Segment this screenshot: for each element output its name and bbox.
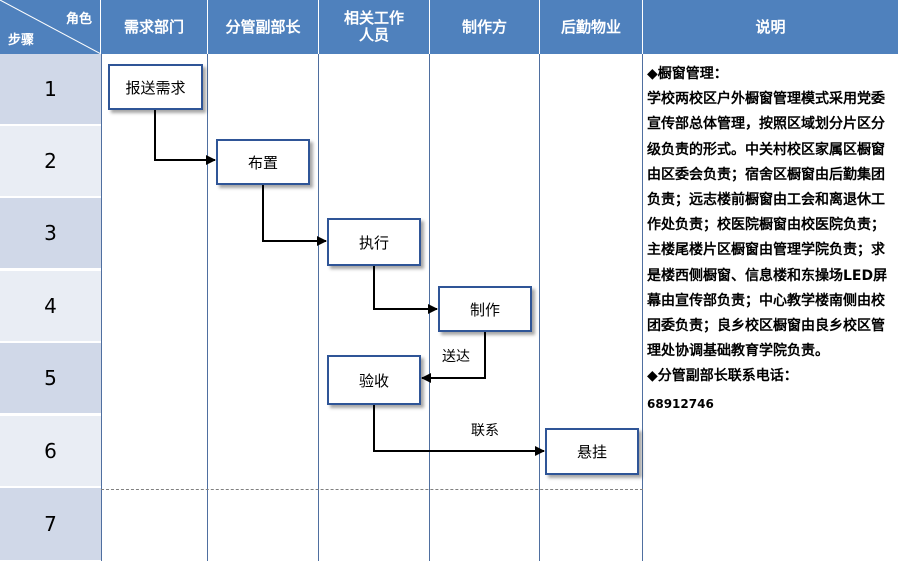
lane-header-staff: 相关工作 人员 xyxy=(319,0,430,54)
lane-header-deputy: 分管副部长 xyxy=(208,0,319,54)
notes-phone: 68912746 xyxy=(647,396,714,411)
corner-role-label: 角色 xyxy=(65,12,92,27)
node-execute: 执行 xyxy=(327,218,421,266)
notes-contact-heading: ◆分管副部长联系电话： xyxy=(647,368,798,385)
lane-divider xyxy=(539,54,540,561)
lane-header-notes: 说明 xyxy=(643,0,898,54)
header-corner: 角色 步骤 xyxy=(0,0,101,54)
lane-divider xyxy=(207,54,208,561)
edge-label-contact: 联系 xyxy=(471,423,499,439)
lane-divider xyxy=(429,54,430,561)
notes-heading: ◆橱窗管理： xyxy=(647,66,728,82)
lane-divider xyxy=(101,54,102,561)
step-cell: 6 xyxy=(0,416,101,487)
separator-dashed-line xyxy=(101,489,643,490)
lane-divider xyxy=(642,54,643,561)
notes-text: ◆橱窗管理： 学校两校区户外橱窗管理模式采用党委宣传部总体管理，按照区域划分片区… xyxy=(647,62,892,417)
lane-header-logistics: 后勤物业 xyxy=(540,0,643,54)
node-produce: 制作 xyxy=(438,286,532,332)
lane-header-demand: 需求部门 xyxy=(101,0,208,54)
notes-body: 学校两校区户外橱窗管理模式采用党委宣传部总体管理，按照区域划分片区分级负责的形式… xyxy=(647,91,888,360)
step-cell: 3 xyxy=(0,198,101,269)
step-cell: 4 xyxy=(0,271,101,342)
node-inspect: 验收 xyxy=(327,355,421,405)
edge-label-deliver: 送达 xyxy=(442,349,470,365)
step-cell: 1 xyxy=(0,54,101,125)
step-cell: 7 xyxy=(0,488,101,561)
corner-step-label: 步骤 xyxy=(8,33,35,48)
step-cell: 5 xyxy=(0,343,101,414)
lane-header-maker: 制作方 xyxy=(430,0,540,54)
node-arrange: 布置 xyxy=(216,139,310,185)
corner-diagonal xyxy=(0,0,100,54)
node-request: 报送需求 xyxy=(108,64,203,110)
lane-divider xyxy=(318,54,319,561)
step-cell: 2 xyxy=(0,126,101,197)
node-hang: 悬挂 xyxy=(545,428,639,475)
